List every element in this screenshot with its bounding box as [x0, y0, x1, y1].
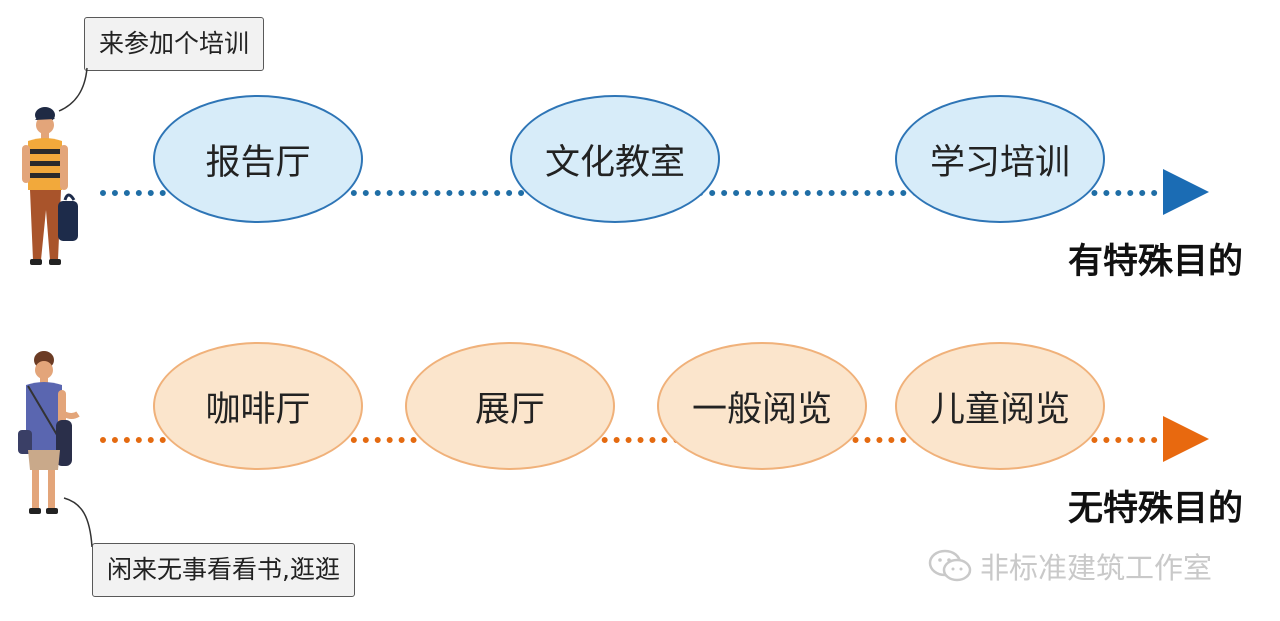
node-top-2: 文化教室: [510, 95, 720, 223]
node-bottom-4: 儿童阅览: [895, 342, 1105, 470]
speech-tail-bottom: [63, 497, 93, 548]
bottom-arrowhead: [1163, 416, 1209, 462]
watermark: 非标准建筑工作室: [928, 545, 1212, 587]
node-bottom-2: 展厅: [405, 342, 615, 470]
casual-walker-figure: [18, 351, 80, 514]
label-purposeful: 有特殊目的: [1068, 242, 1244, 282]
node-top-1: 报告厅: [153, 95, 363, 223]
wechat-icon: [928, 549, 972, 582]
top-arrowhead: [1163, 169, 1209, 215]
traveler-with-luggage-figure: [22, 107, 78, 265]
node-bottom-1: 咖啡厅: [153, 342, 363, 470]
speech-bubble-bottom: 闲来无事看看书,逛逛: [92, 543, 355, 597]
speech-bubble-top: 来参加个培训: [84, 17, 265, 71]
bottom-dotted-arrow-line: [100, 437, 1170, 443]
node-top-3: 学习培训: [895, 95, 1105, 223]
label-purposeless: 无特殊目的: [1068, 489, 1244, 529]
speech-tail-top: [58, 67, 88, 112]
watermark-text: 非标准建筑工作室: [980, 551, 1213, 585]
node-bottom-3: 一般阅览: [657, 342, 867, 470]
